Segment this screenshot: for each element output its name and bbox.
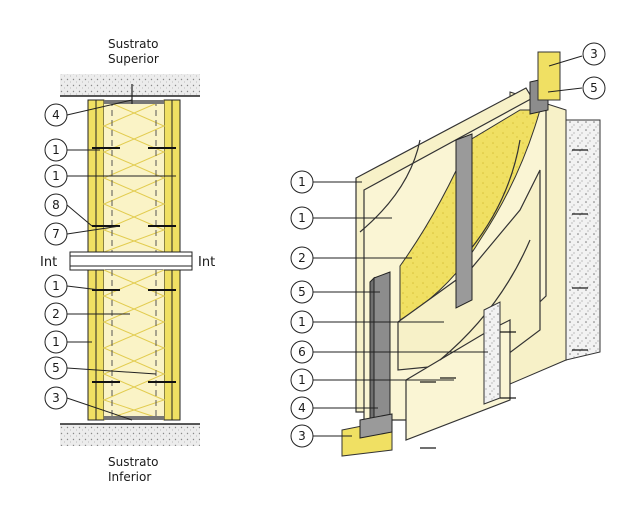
svg-text:8: 8 — [52, 198, 60, 212]
section-callout-8: 8 — [44, 193, 68, 217]
svg-text:7: 7 — [52, 227, 60, 241]
svg-text:5: 5 — [590, 81, 598, 95]
int-divider — [69, 251, 193, 271]
bottom-substrate — [60, 424, 200, 446]
svg-text:3: 3 — [298, 429, 306, 443]
section-callout-2: 2 — [44, 302, 68, 326]
svg-text:2: 2 — [52, 307, 60, 321]
svg-text:2: 2 — [298, 251, 306, 265]
isometric-view: 1 1 2 5 1 6 1 4 3 3 5 — [290, 42, 606, 457]
svg-text:1: 1 — [298, 373, 306, 387]
iso-callout-2: 2 — [290, 246, 314, 270]
svg-text:1: 1 — [298, 175, 306, 189]
top-label-line1: Sustrato — [108, 37, 159, 51]
svg-text:1: 1 — [52, 143, 60, 157]
iso-callout-6: 6 — [290, 340, 314, 364]
svg-text:1: 1 — [52, 335, 60, 349]
section-callout-1b: 1 — [44, 164, 68, 188]
section-callouts — [66, 99, 176, 421]
iso-leaders — [313, 55, 583, 437]
iso-callout-1d: 1 — [290, 368, 314, 392]
iso-callout-3-top: 3 — [582, 42, 606, 66]
front-stud — [373, 271, 391, 437]
section-view: 4 1 1 8 7 1 2 1 5 3 Sustrato Superior Su… — [40, 37, 215, 484]
int-left-label: Int — [40, 255, 57, 270]
joint-strip — [483, 301, 501, 405]
top-track — [537, 51, 561, 101]
iso-callout-1c: 1 — [290, 310, 314, 334]
section-callout-1a: 1 — [44, 138, 68, 162]
insulation-lower — [104, 270, 164, 420]
section-callout-5: 5 — [44, 356, 68, 380]
upper-wall-section — [87, 84, 181, 253]
svg-text:4: 4 — [52, 108, 60, 122]
section-callout-3: 3 — [44, 386, 68, 410]
section-callout-7: 7 — [44, 222, 68, 246]
concrete-column — [565, 119, 601, 361]
int-right-label: Int — [198, 255, 215, 270]
iso-callout-5: 5 — [290, 280, 314, 304]
svg-text:3: 3 — [52, 391, 60, 405]
bottom-label-line1: Sustrato — [108, 455, 159, 469]
svg-text:1: 1 — [52, 169, 60, 183]
board-left-outer-low — [87, 269, 97, 421]
svg-text:1: 1 — [52, 279, 60, 293]
svg-text:3: 3 — [590, 47, 598, 61]
inner-board-1 — [397, 169, 541, 371]
svg-text:6: 6 — [298, 345, 306, 359]
iso-callout-1b: 1 — [290, 206, 314, 230]
section-callout-1c: 1 — [44, 274, 68, 298]
section-callout-4: 4 — [44, 103, 68, 127]
top-substrate — [60, 74, 200, 96]
board-right-outer-low — [171, 269, 181, 421]
svg-text:1: 1 — [298, 211, 306, 225]
bottom-label-line2: Inferior — [108, 470, 151, 484]
iso-callout-5-right: 5 — [582, 76, 606, 100]
svg-text:5: 5 — [298, 285, 306, 299]
svg-text:1: 1 — [298, 315, 306, 329]
iso-callout-4: 4 — [290, 396, 314, 420]
svg-text:5: 5 — [52, 361, 60, 375]
board-right-inner-low — [163, 269, 173, 421]
iso-callout-1a: 1 — [290, 170, 314, 194]
iso-callout-3: 3 — [290, 424, 314, 448]
top-label-line2: Superior — [108, 52, 159, 66]
board-left-inner-low — [95, 269, 105, 421]
section-callout-1d: 1 — [44, 330, 68, 354]
svg-text:4: 4 — [298, 401, 306, 415]
middle-stud — [455, 133, 473, 309]
lower-wall-section — [87, 269, 181, 421]
